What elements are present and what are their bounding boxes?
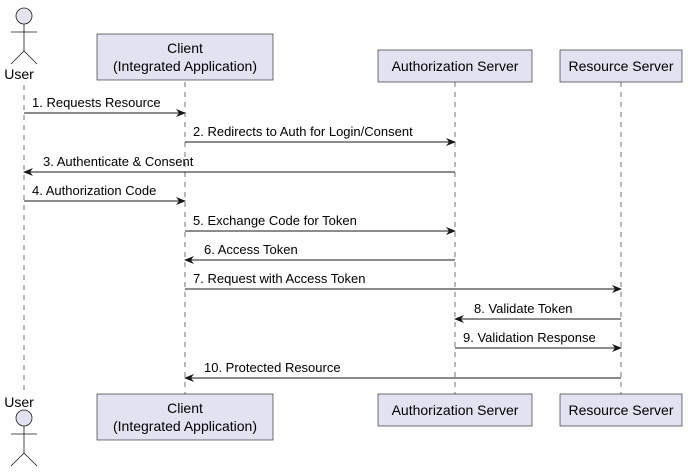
message-label: 5. Exchange Code for Token	[193, 213, 357, 228]
user-actor-top: User	[4, 7, 38, 82]
user-label: User	[4, 394, 34, 410]
message: 10. Protected Resource	[184, 360, 621, 382]
resource-server-label: Resource Server	[568, 402, 673, 418]
client-label-line1: Client	[167, 400, 203, 416]
client-box-top: Client (Integrated Application)	[96, 33, 274, 81]
resource-server-box-top: Resource Server	[559, 49, 683, 83]
message-label: 7. Request with Access Token	[193, 271, 365, 286]
resource-server-label: Resource Server	[568, 58, 673, 74]
client-label-line1: Client	[167, 40, 203, 56]
client-label-line2: (Integrated Application)	[113, 418, 257, 434]
message-label: 2. Redirects to Auth for Login/Consent	[193, 124, 413, 139]
message-label: 1. Requests Resource	[32, 95, 161, 110]
message-label: 9. Validation Response	[463, 330, 596, 345]
client-label-line2: (Integrated Application)	[113, 58, 257, 74]
lifelines	[23, 82, 622, 395]
message-label: 6. Access Token	[204, 242, 298, 257]
authorization-server-box-top: Authorization Server	[377, 49, 533, 83]
message-label: 10. Protected Resource	[204, 360, 341, 375]
authorization-server-label: Authorization Server	[392, 402, 519, 418]
message-label: 4. Authorization Code	[32, 183, 156, 198]
message: 5. Exchange Code for Token	[185, 213, 456, 235]
authorization-server-label: Authorization Server	[392, 58, 519, 74]
message: 2. Redirects to Auth for Login/Consent	[185, 124, 456, 146]
message-label: 8. Validate Token	[474, 301, 573, 316]
message-label: 3. Authenticate & Consent	[43, 154, 194, 169]
message: 1. Requests Resource	[24, 95, 186, 117]
message: 7. Request with Access Token	[185, 271, 622, 293]
authorization-server-box-bottom: Authorization Server	[377, 393, 533, 427]
user-actor-bottom: User	[4, 394, 38, 467]
client-box-bottom: Client (Integrated Application)	[96, 393, 274, 441]
messages: 1. Requests Resource 2. Redirects to Auth…	[23, 95, 622, 382]
user-actor-icon	[10, 7, 38, 65]
message: 6. Access Token	[184, 242, 455, 264]
message: 3. Authenticate & Consent	[23, 154, 455, 176]
resource-server-box-bottom: Resource Server	[559, 393, 683, 427]
message: 4. Authorization Code	[24, 183, 186, 205]
message: 9. Validation Response	[455, 330, 622, 352]
user-actor-icon	[10, 409, 38, 467]
message: 8. Validate Token	[454, 301, 621, 323]
user-label: User	[4, 66, 34, 82]
